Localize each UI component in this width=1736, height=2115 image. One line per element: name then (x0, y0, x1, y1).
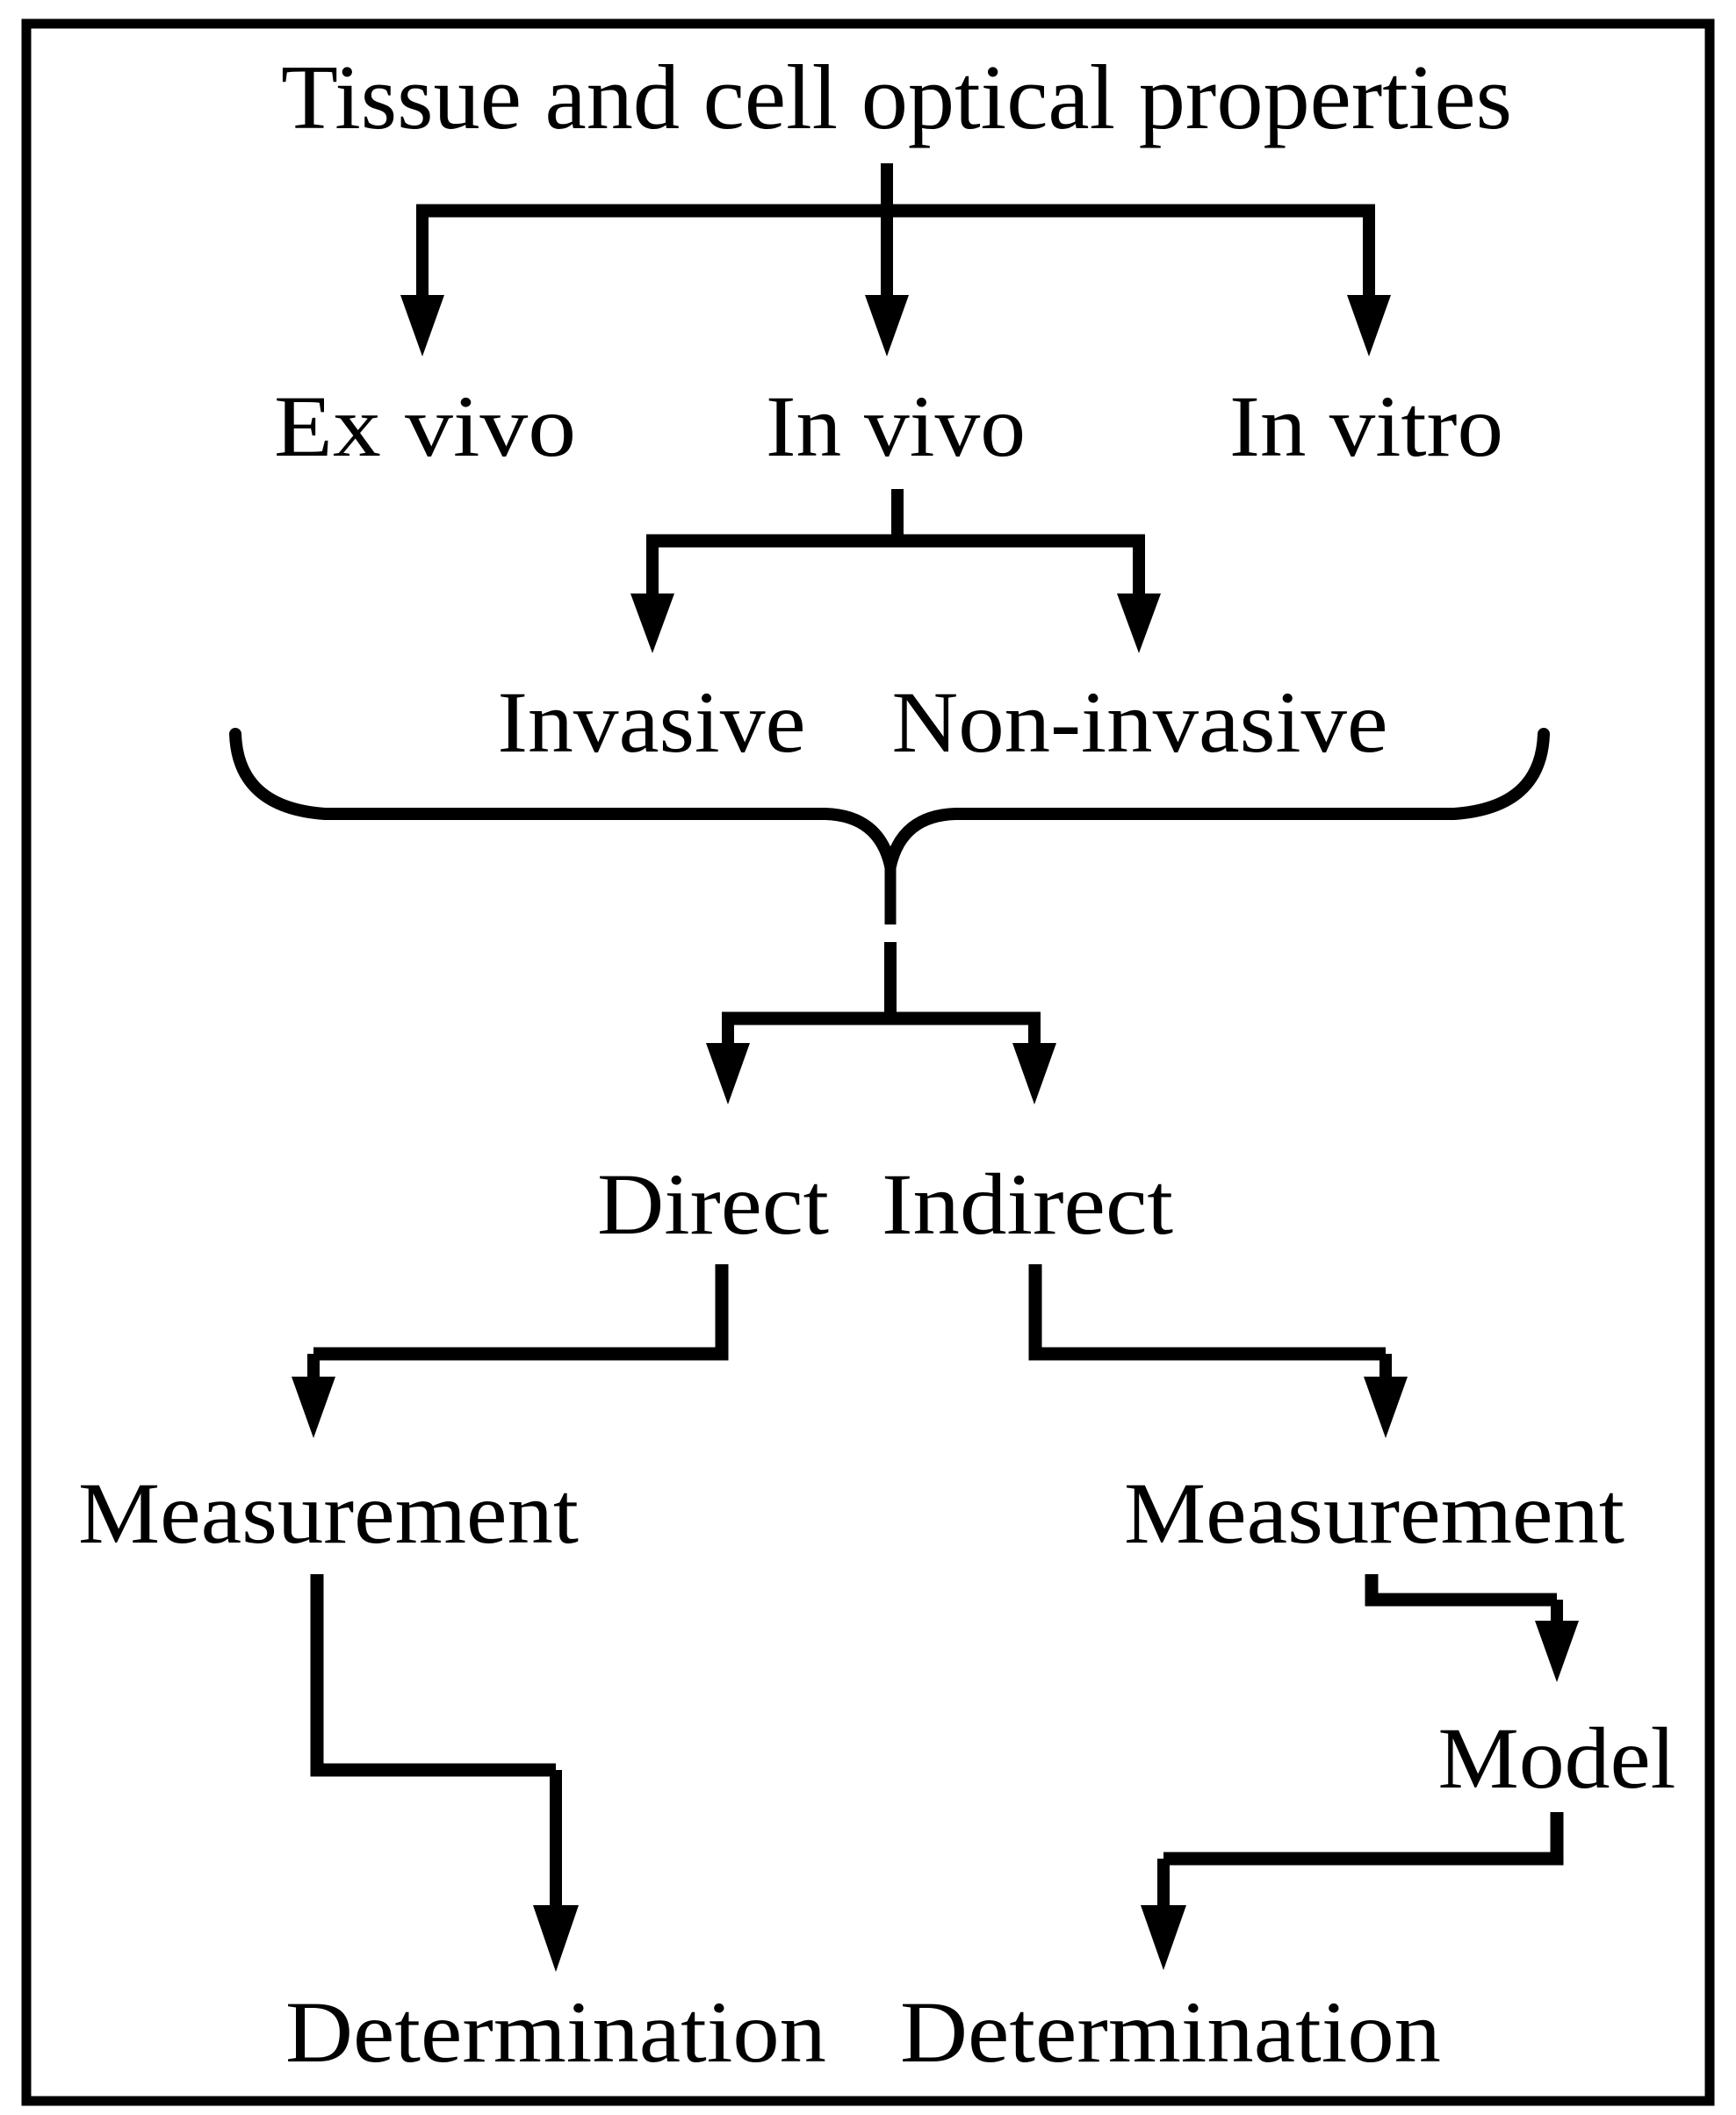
connector-measurement-right-elbow (1365, 1574, 1557, 1607)
connector-measurement-left-elbow (310, 1574, 556, 1777)
gather-brace-right (884, 728, 1550, 872)
node-determination-indirect: Determination (900, 1983, 1441, 2081)
connector-model-elbow (1163, 1812, 1564, 1866)
arrowhead-to-model (1535, 1621, 1579, 1682)
arrowhead-to-determination-left (533, 1905, 579, 1972)
gather-brace-left (229, 728, 897, 872)
node-model: Model (1438, 1709, 1676, 1807)
arrowhead-to-ex-vivo (400, 295, 444, 356)
arrowhead-to-in-vitro (1347, 295, 1391, 356)
node-measurement-direct: Measurement (78, 1464, 579, 1562)
node-ex-vivo: Ex vivo (274, 378, 576, 475)
arrowhead-to-indirect (1012, 1043, 1056, 1104)
node-title: Tissue and cell optical properties (281, 46, 1512, 148)
arrowhead-to-measurement-left (292, 1377, 335, 1438)
node-non-invasive: Non-invasive (892, 673, 1388, 771)
arrowhead-to-measurement-right (1364, 1377, 1408, 1438)
arrowhead-to-direct (706, 1043, 750, 1104)
node-in-vivo: In vivo (766, 378, 1026, 475)
node-in-vitro: In vitro (1229, 378, 1503, 475)
node-measurement-indirect: Measurement (1124, 1464, 1624, 1562)
arrowhead-to-non-invasive (1117, 593, 1161, 653)
connector-direct-elbow (313, 1264, 729, 1361)
arrowhead-to-determination-right (1141, 1905, 1186, 1970)
node-indirect: Indirect (882, 1155, 1173, 1253)
node-direct: Direct (597, 1155, 829, 1253)
figure-border (21, 18, 1715, 2106)
node-determination-direct: Determination (285, 1983, 826, 2081)
connector-indirect-elbow (1028, 1264, 1386, 1361)
arrowhead-to-invasive (630, 593, 674, 653)
node-invasive: Invasive (498, 673, 806, 771)
arrowhead-to-in-vivo (865, 295, 909, 356)
